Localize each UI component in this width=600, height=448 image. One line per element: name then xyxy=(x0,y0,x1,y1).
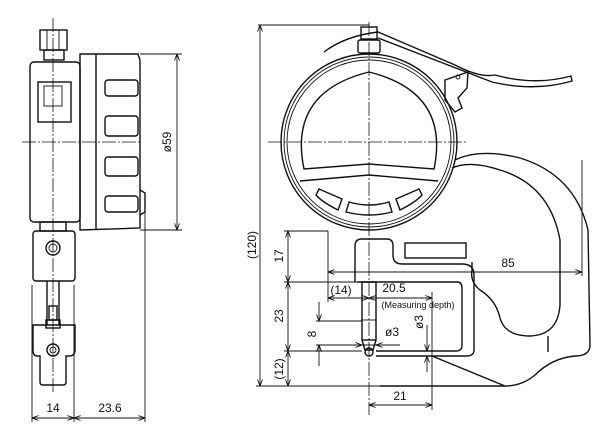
spindle-tip xyxy=(364,347,374,357)
measuring-depth-note: (Measuring depth) xyxy=(381,300,454,310)
lcd-display xyxy=(300,71,438,170)
dial-buttons xyxy=(315,188,423,216)
dim-measuring-depth: 20.5 xyxy=(382,281,406,295)
top-clamp xyxy=(357,26,381,54)
dim-14: 14 xyxy=(46,401,60,415)
dial-grip-slots xyxy=(104,79,139,213)
lifting-lever xyxy=(323,31,573,88)
frame-inner-loop xyxy=(451,163,561,337)
body-window xyxy=(37,81,72,123)
dim-23-6: 23.6 xyxy=(98,401,122,415)
frame-outer xyxy=(380,152,591,387)
spindle xyxy=(361,281,377,341)
dim-overall-height: (120) xyxy=(245,231,259,259)
dim-12: (12) xyxy=(272,358,286,379)
anvil-foot xyxy=(32,324,76,386)
dim-spindle-diameter: ø3 xyxy=(385,325,399,339)
dial-housing xyxy=(79,53,141,231)
dim-dial-diameter: ø59 xyxy=(160,131,174,152)
front-view: (120) 17 23 (12) 85 (14) 20.5 (Measuring… xyxy=(245,22,591,415)
dim-21: 21 xyxy=(393,389,407,403)
top-clamp xyxy=(39,29,68,61)
dim-23: 23 xyxy=(272,309,286,323)
knurled-screw xyxy=(45,240,61,256)
bracket xyxy=(32,230,76,282)
dim-14-ref: (14) xyxy=(330,283,351,297)
dim-17: 17 xyxy=(272,249,286,263)
dial-bezel xyxy=(280,53,458,231)
dim-85: 85 xyxy=(501,256,515,270)
dim-8: 8 xyxy=(305,330,319,337)
dim-anvil-diameter: ø3 xyxy=(412,315,426,329)
frame-label-plate xyxy=(404,242,467,259)
side-view: 14 23.6 ø59 xyxy=(22,18,182,422)
frame-throat xyxy=(354,238,475,357)
